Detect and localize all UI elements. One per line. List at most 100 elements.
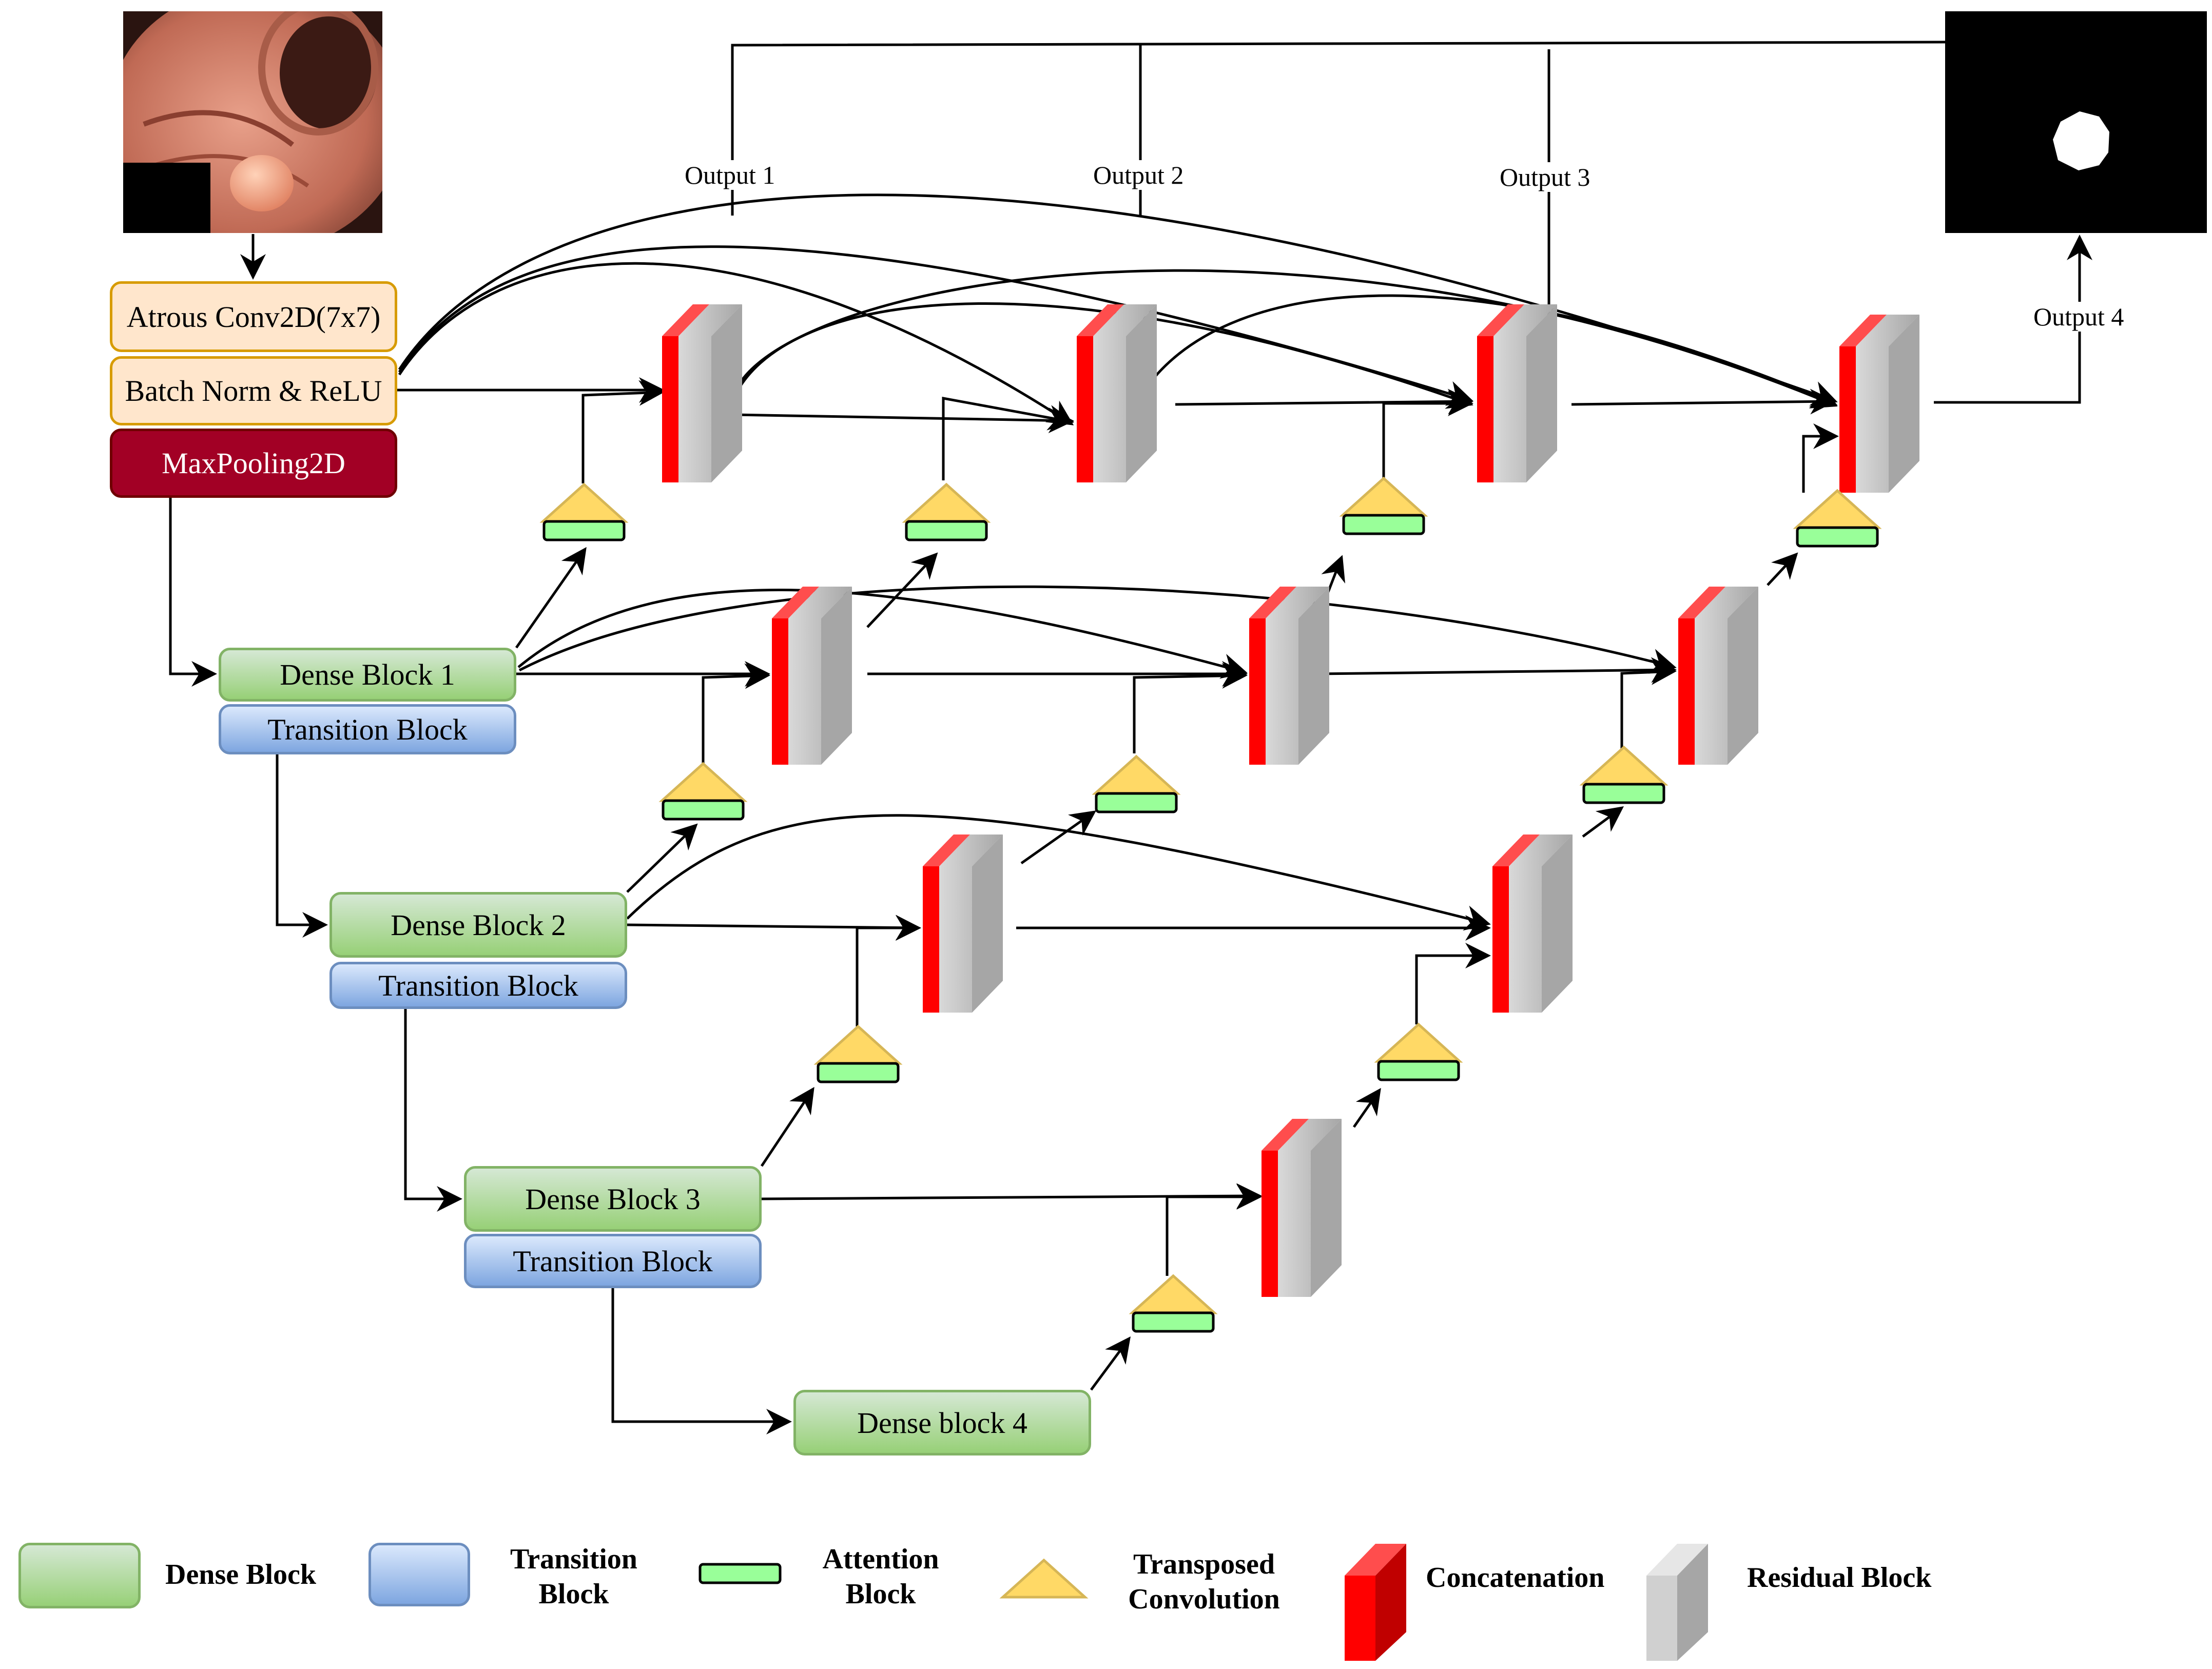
dense-block-4: Dense block 4 <box>793 1390 1091 1455</box>
upsample-12 <box>1092 754 1181 813</box>
dense1-to-up01 <box>515 547 587 649</box>
concat-residual-x11-residual-side <box>821 587 852 765</box>
x11-to-up02 <box>866 552 938 628</box>
upsample-11-transposed-conv <box>658 762 748 802</box>
batch-norm-relu-block: Batch Norm & ReLU <box>110 356 397 425</box>
concat-residual-x12 <box>1249 587 1329 765</box>
concat-residual-x02-concat-top <box>1077 304 1124 336</box>
concat-residual-x02-residual-side <box>1126 304 1157 482</box>
legend-transposed-line2: Convolution <box>1128 1583 1280 1615</box>
concat-residual-x01-concat <box>662 336 678 482</box>
dense2-skip-x22 <box>626 814 1491 931</box>
legend-transposed-line1: Transposed <box>1133 1548 1275 1580</box>
output4-arrow <box>1934 235 2092 404</box>
upsample-01 <box>539 482 629 541</box>
legend-transition-line2: Block <box>538 1578 609 1610</box>
legend-transition-label: Transition Block <box>497 1542 651 1612</box>
connector-lines <box>169 41 2092 1434</box>
concat-residual-x13-residual-side <box>1728 587 1758 765</box>
legend-dense-label: Dense Block <box>165 1559 316 1590</box>
legend-transposed-label: Transposed Convolution <box>1112 1547 1296 1617</box>
up03-to-x03 <box>1382 391 1473 478</box>
transition2-to-dense3 <box>404 1009 462 1212</box>
output-3-label: Output 3 <box>1497 162 1594 192</box>
legend-swatches <box>698 1544 1708 1661</box>
concat-residual-x21-concat <box>923 866 939 1013</box>
upsample-04-transposed-conv <box>1793 489 1882 529</box>
endoscopy-picture <box>123 11 382 233</box>
concat-residual-x12-residual <box>1266 587 1329 765</box>
up02-to-x02 <box>942 396 1074 480</box>
concat-residual-x31-residual <box>1278 1119 1342 1297</box>
upsample-02 <box>902 482 991 541</box>
dense-block-2: Dense Block 2 <box>329 892 627 958</box>
bn-skip-x04 <box>398 193 1838 406</box>
concat-residual-x22-concat-top <box>1492 834 1540 866</box>
concat-residual-x13-concat <box>1678 618 1695 765</box>
legend-attention-swatch <box>698 1563 782 1584</box>
transition-block-3: Transition Block <box>464 1234 762 1288</box>
concat-residual-x03 <box>1477 304 1557 482</box>
dense-block-1: Dense Block 1 <box>219 648 516 702</box>
concat-residual-x02-concat <box>1077 336 1093 482</box>
dense4-to-up31 <box>1090 1336 1131 1391</box>
up21-to-x21 <box>856 915 921 1026</box>
up04-to-x04 <box>1802 423 1839 493</box>
upsample-04 <box>1793 489 1882 548</box>
concat-residual-x04-concat-top <box>1839 315 1887 346</box>
output-1-label: Output 1 <box>682 160 779 190</box>
input-endoscopy-image <box>123 11 382 233</box>
concat-residual-x11 <box>772 587 852 765</box>
x31-to-up22 <box>1352 1088 1381 1128</box>
concat-residual-x03-concat <box>1477 336 1493 482</box>
upsample-13-attention <box>1582 783 1665 804</box>
concat-residual-x13-residual <box>1695 587 1758 765</box>
x01-to-x02 <box>733 407 1074 434</box>
concat-residual-x31 <box>1262 1119 1342 1297</box>
legend-transposed-swatch <box>999 1558 1089 1599</box>
up12-to-x12 <box>1133 663 1248 753</box>
upsample-12-transposed-conv <box>1092 754 1181 795</box>
concat-residual-x04-residual-side <box>1889 315 1919 493</box>
legend-transition-swatch <box>368 1543 470 1606</box>
concat-residual-x03-concat-top <box>1477 304 1524 336</box>
concat-residual-x31-concat <box>1262 1151 1278 1297</box>
concat-residual-x02 <box>1077 304 1157 482</box>
concat-residual-x01-concat-top <box>662 304 709 336</box>
legend-residual-label: Residual Block <box>1747 1562 1932 1594</box>
concat-residual-x01 <box>662 304 742 482</box>
dense3-to-up21 <box>760 1086 814 1167</box>
concat-residual-x01-residual-side <box>711 304 742 482</box>
x02-to-x03 <box>1175 389 1473 415</box>
bn-skip-x03 <box>398 245 1473 406</box>
legend-attention-line2: Block <box>845 1578 916 1610</box>
concat-residual-x11-concat-top <box>772 587 819 618</box>
legend-concat-top <box>1345 1544 1406 1576</box>
top-output-bus <box>731 41 1946 216</box>
upsample-02-transposed-conv <box>902 482 991 523</box>
up31-to-x31 <box>1166 1184 1262 1276</box>
transition-block-2: Transition Block <box>329 962 627 1009</box>
transition3-to-dense4 <box>611 1288 792 1434</box>
concat-residual-x21-residual-side <box>972 834 1003 1013</box>
upsample-31 <box>1129 1274 1218 1333</box>
legend-concatenation-label: Concatenation <box>1426 1562 1605 1594</box>
up13-to-x13 <box>1620 659 1677 749</box>
legend-concat-front <box>1345 1576 1375 1661</box>
legend-concat-side <box>1375 1544 1406 1661</box>
concat-residual-x22 <box>1492 834 1573 1013</box>
bn-skip-x02 <box>398 262 1074 425</box>
transition-block-1: Transition Block <box>219 704 516 754</box>
concat-residual-x22-concat <box>1492 866 1509 1013</box>
concat-residual-x31-residual-side <box>1311 1119 1342 1297</box>
x12-to-x13 <box>1316 657 1677 683</box>
x21-to-up12 <box>1020 810 1097 865</box>
concat-residual-x21 <box>923 834 1003 1013</box>
upsample-31-attention <box>1132 1311 1215 1333</box>
concat-residual-x12-concat-top <box>1249 587 1296 618</box>
transition1-to-dense2 <box>276 754 328 938</box>
legend-residual-front <box>1646 1576 1677 1661</box>
concat-residual-x02-residual <box>1093 304 1157 482</box>
output-2-label: Output 2 <box>1090 160 1187 190</box>
dense1-skip-x13 <box>518 585 1677 674</box>
